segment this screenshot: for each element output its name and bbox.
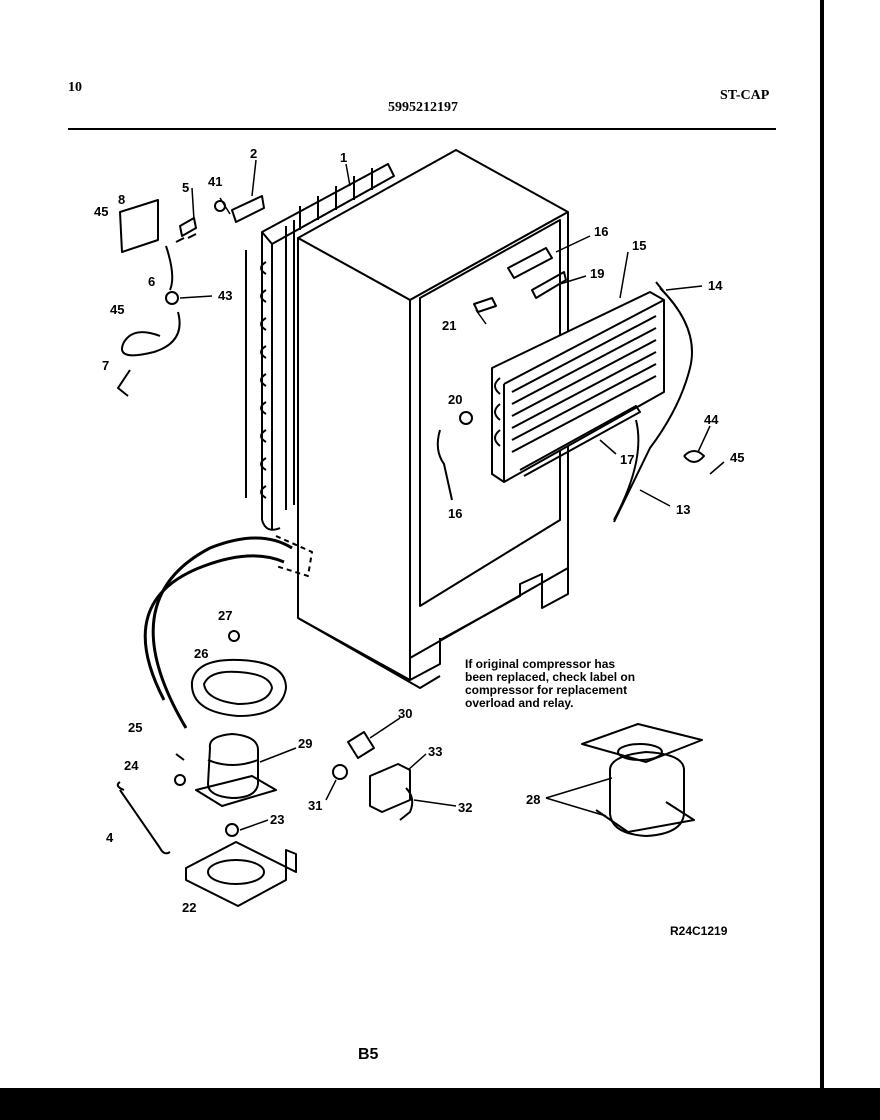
callout-26: 26 — [194, 646, 208, 661]
bracket-upper — [507, 247, 553, 279]
dryer-4 — [116, 781, 171, 855]
callout-22: 22 — [182, 900, 196, 915]
callout-41: 41 — [208, 174, 222, 189]
compressor — [207, 733, 259, 799]
power-cord-7 — [117, 311, 181, 397]
callout-45-cord: 45 — [110, 302, 124, 317]
overload-31 — [332, 764, 348, 780]
callout-28: 28 — [526, 792, 540, 807]
page-code: B5 — [358, 1046, 379, 1063]
note-line-3: compressor for replacement — [465, 683, 628, 697]
terminal-5 — [175, 217, 197, 243]
note-line-4: overload and relay. — [465, 696, 574, 710]
compressor-mount-22 — [185, 841, 297, 907]
callout-20: 20 — [448, 392, 462, 407]
callout-14: 14 — [708, 278, 723, 293]
callout-7: 7 — [102, 358, 109, 373]
wire-6 — [165, 245, 174, 291]
callout-21: 21 — [442, 318, 456, 333]
parts-diagram-sheet: 10 5995212197 ST-CAP — [0, 0, 820, 1088]
alt-compressor-plate — [581, 723, 703, 763]
note-line-1: If original compressor has — [465, 657, 616, 671]
callout-23: 23 — [270, 812, 284, 827]
callout-4: 4 — [106, 830, 114, 845]
clip-44 — [683, 450, 705, 463]
section-code: ST-CAP — [720, 88, 770, 103]
callout-17: 17 — [620, 452, 634, 467]
exploded-view-drawing: 1 2 4 5 6 7 8 13 14 15 16 16 17 19 20 21… — [94, 146, 744, 915]
arrow-head — [275, 535, 313, 577]
clamp-43 — [165, 291, 179, 305]
relay-30 — [347, 731, 375, 759]
scan-margin-strip — [824, 0, 880, 1088]
callout-25: 25 — [128, 720, 142, 735]
callout-16-lower: 16 — [448, 506, 462, 521]
callout-45-left: 45 — [94, 204, 108, 219]
callout-24: 24 — [124, 758, 139, 773]
callout-labels: 1 2 4 5 6 7 8 13 14 15 16 16 17 19 20 21… — [94, 146, 744, 915]
callout-45-right: 45 — [730, 450, 744, 465]
callout-30: 30 — [398, 706, 412, 721]
callout-43: 43 — [218, 288, 232, 303]
bracket-lower — [531, 271, 567, 299]
screw-27 — [228, 630, 240, 642]
flow-arrow-inner — [143, 554, 285, 701]
callout-13: 13 — [676, 502, 690, 517]
flow-arrow-outer — [151, 536, 293, 729]
callout-1: 1 — [340, 150, 347, 165]
callout-27: 27 — [218, 608, 232, 623]
drain-pan-26 — [190, 658, 287, 717]
leader-lines — [179, 159, 725, 831]
drain-pan-26-inner — [203, 670, 273, 705]
callout-29: 29 — [298, 736, 312, 751]
condenser-coil — [245, 163, 395, 531]
callout-6: 6 — [148, 274, 155, 289]
relay-bracket-2 — [231, 195, 265, 223]
refrigerator-cabinet — [297, 149, 569, 689]
callout-2: 2 — [250, 146, 257, 161]
clip-32 — [399, 787, 414, 821]
callout-32: 32 — [458, 800, 472, 815]
callout-19: 19 — [590, 266, 604, 281]
callout-8: 8 — [118, 192, 125, 207]
drain-tube-16 — [436, 429, 453, 501]
relay-cover-33 — [369, 763, 411, 813]
screw-21 — [473, 297, 497, 313]
drawing-code: R24C1219 — [670, 924, 728, 938]
callout-5: 5 — [182, 180, 189, 195]
callout-31: 31 — [308, 798, 322, 813]
grommet-23 — [225, 823, 239, 837]
callout-44: 44 — [704, 412, 719, 427]
callout-16-upper: 16 — [594, 224, 608, 239]
compressor-note: If original compressor has been replaced… — [465, 658, 695, 710]
alt-compressor-base — [595, 801, 695, 833]
page-number: 10 — [68, 80, 82, 95]
bracket-8 — [119, 199, 159, 253]
callout-33: 33 — [428, 744, 442, 759]
alt-compressor-top — [617, 743, 663, 761]
compressor-mount-hole — [207, 859, 265, 885]
header-rule — [68, 128, 776, 130]
grommet-20 — [459, 411, 473, 425]
grommet-24 — [174, 774, 186, 786]
model-number: 5995212197 — [388, 100, 458, 115]
note-line-2: been replaced, check label on — [465, 670, 636, 684]
clip-25 — [175, 753, 185, 761]
callout-15: 15 — [632, 238, 646, 253]
evaporator — [491, 281, 693, 523]
compressor-seam — [207, 759, 259, 766]
compressor-base — [195, 775, 277, 807]
